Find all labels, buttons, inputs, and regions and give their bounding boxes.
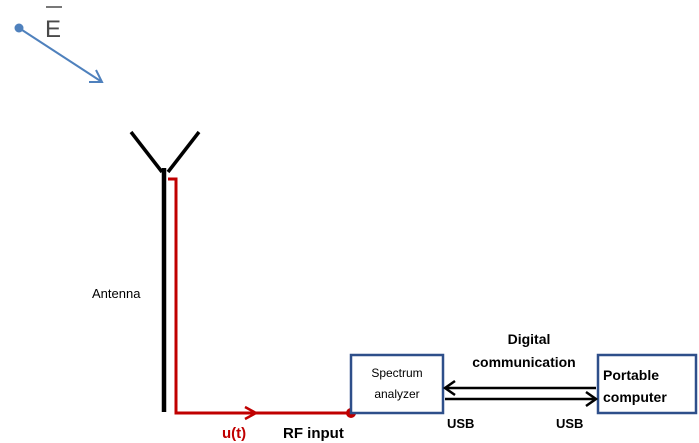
arrow-icon (18, 27, 103, 83)
link-arrow-left (442, 379, 456, 397)
analyzer-usb-label: USB (447, 416, 474, 431)
signal-path (168, 177, 356, 421)
link-label-line1: Digital (508, 331, 551, 347)
link-arrow-right (585, 390, 599, 408)
antenna-label: Antenna (92, 286, 141, 301)
antenna-icon (129, 130, 201, 412)
signal-label: u(t) (222, 425, 246, 442)
computer-usb-label: USB (556, 416, 583, 431)
computer-label-line2: computer (603, 389, 667, 405)
spectrum-analyzer-box: Spectrum analyzer (349, 353, 445, 415)
analyzer-label-line2: analyzer (374, 387, 419, 401)
portable-computer-box: Portable computer (596, 353, 698, 415)
signal-arrow-head (244, 405, 259, 421)
electric-field-vector: E (14, 6, 104, 83)
analyzer-label-line1: Spectrum (371, 366, 422, 380)
field-symbol: E (45, 16, 61, 43)
field-arrow-head (89, 69, 104, 83)
computer-label-line1: Portable (603, 367, 659, 383)
digital-link-arrows (442, 379, 599, 408)
rf-input-label: RF input (283, 425, 344, 442)
link-label-line2: communication (472, 354, 575, 370)
